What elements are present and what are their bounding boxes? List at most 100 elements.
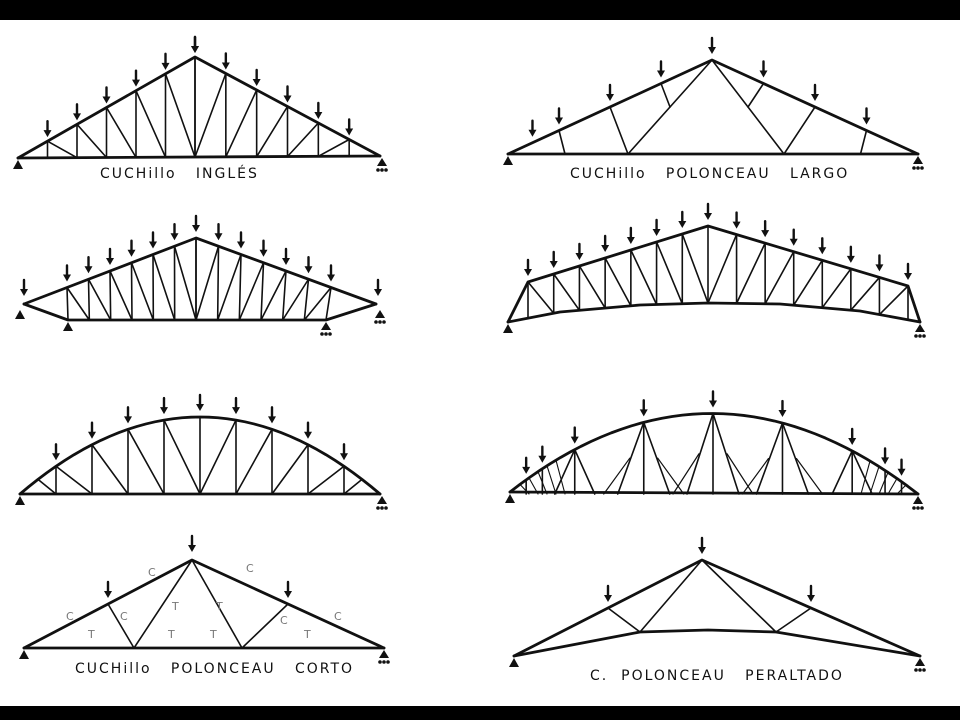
truss-member (878, 471, 889, 495)
load-arrow (196, 393, 204, 411)
load-arrow (601, 234, 610, 252)
roller-support-triangle (375, 310, 385, 318)
truss-member (307, 465, 345, 495)
pinned-support-icon (19, 650, 29, 659)
load-arrow-head (196, 404, 204, 411)
load-arrow (283, 85, 292, 103)
load-arrow-head (304, 266, 313, 274)
roller-support-triangle (379, 650, 389, 658)
load-arrow (124, 406, 132, 424)
load-arrow-head (524, 269, 532, 276)
load-arrow (811, 83, 819, 101)
truss-member (46, 140, 78, 159)
pinned-support-icon (15, 496, 25, 505)
load-arrow-head (104, 591, 112, 598)
load-arrow (657, 60, 665, 78)
roller-wheel (376, 168, 380, 172)
pencil-force-mark: C (334, 610, 342, 623)
truss-member (225, 89, 258, 158)
truss-member (657, 457, 685, 495)
load-arrow (639, 399, 648, 417)
roller-wheel (914, 334, 918, 338)
truss-cuchillo-ingles (13, 35, 388, 172)
load-arrow (20, 278, 28, 296)
load-arrow-head (639, 409, 648, 417)
pencil-force-mark: C (246, 562, 254, 575)
truss-member (260, 261, 265, 321)
truss-member (552, 273, 581, 312)
load-arrow-head (698, 547, 706, 554)
load-arrow-head (283, 95, 292, 103)
load-arrow (704, 202, 712, 220)
roller-wheel (384, 506, 388, 510)
load-arrow-head (124, 416, 132, 424)
load-arrow-head (170, 233, 179, 241)
truss-member (286, 122, 320, 158)
truss-member (859, 129, 868, 155)
truss-member (795, 457, 824, 495)
roller-wheel (378, 660, 382, 664)
roller-support-icon (914, 324, 926, 338)
roller-wheel (382, 660, 386, 664)
load-arrow (708, 36, 716, 54)
roller-support-triangle (913, 496, 923, 504)
load-arrow (626, 226, 635, 244)
caption-c-polonceau-peraltado: C. POLONCEAU PERALTADO (590, 668, 844, 684)
load-arrow (374, 278, 382, 296)
truss-member (216, 253, 242, 321)
load-arrow (848, 427, 857, 445)
truss-arco-ingles (15, 393, 388, 510)
truss-member (792, 259, 824, 307)
load-arrow (232, 396, 240, 415)
load-arrow (304, 421, 312, 439)
load-arrow-head (191, 46, 199, 53)
truss-member (55, 465, 93, 495)
load-arrow (875, 254, 884, 272)
truss-member (238, 253, 242, 321)
roller-support-triangle (915, 324, 925, 332)
load-arrow-head (374, 289, 382, 296)
truss-member (130, 261, 133, 321)
roller-wheel (916, 506, 920, 510)
truss-member (783, 106, 816, 155)
truss-member (255, 105, 289, 158)
truss-member (775, 607, 812, 633)
load-arrow (161, 52, 170, 70)
roller-wheel (376, 506, 380, 510)
truss-member (235, 428, 273, 495)
load-arrow-head (732, 221, 741, 229)
load-arrow (340, 443, 348, 461)
truss-member (781, 422, 810, 495)
truss-member (681, 233, 709, 304)
pinned-support-icon (509, 658, 519, 667)
load-arrow-head (875, 264, 884, 272)
roller-wheel (328, 332, 332, 336)
load-arrow (761, 219, 770, 238)
load-arrow-head (604, 595, 612, 602)
pencil-force-mark: C (120, 610, 128, 623)
load-arrow-head (761, 230, 770, 238)
load-arrow (106, 247, 114, 265)
truss-member (573, 448, 596, 495)
load-arrow-head (601, 245, 610, 252)
load-arrow (237, 231, 245, 249)
caption-cuchillo-polonceau-largo: CUCHillo POLONCEAU LARGO (570, 166, 850, 182)
load-arrow (52, 443, 60, 461)
truss-member (850, 276, 881, 312)
raised-bottom-chord (512, 628, 922, 658)
load-arrow (191, 35, 199, 53)
load-arrow-head (708, 47, 716, 54)
truss-member (87, 278, 91, 321)
load-arrow-head (778, 410, 787, 418)
load-arrow (43, 119, 52, 138)
truss-member (281, 270, 287, 321)
load-arrow (846, 245, 855, 263)
roller-support-triangle (915, 658, 925, 666)
truss-member (707, 233, 738, 304)
truss-member (609, 106, 629, 155)
load-arrow-head (88, 431, 96, 439)
load-arrow-head (20, 289, 28, 296)
load-arrow (524, 258, 532, 276)
